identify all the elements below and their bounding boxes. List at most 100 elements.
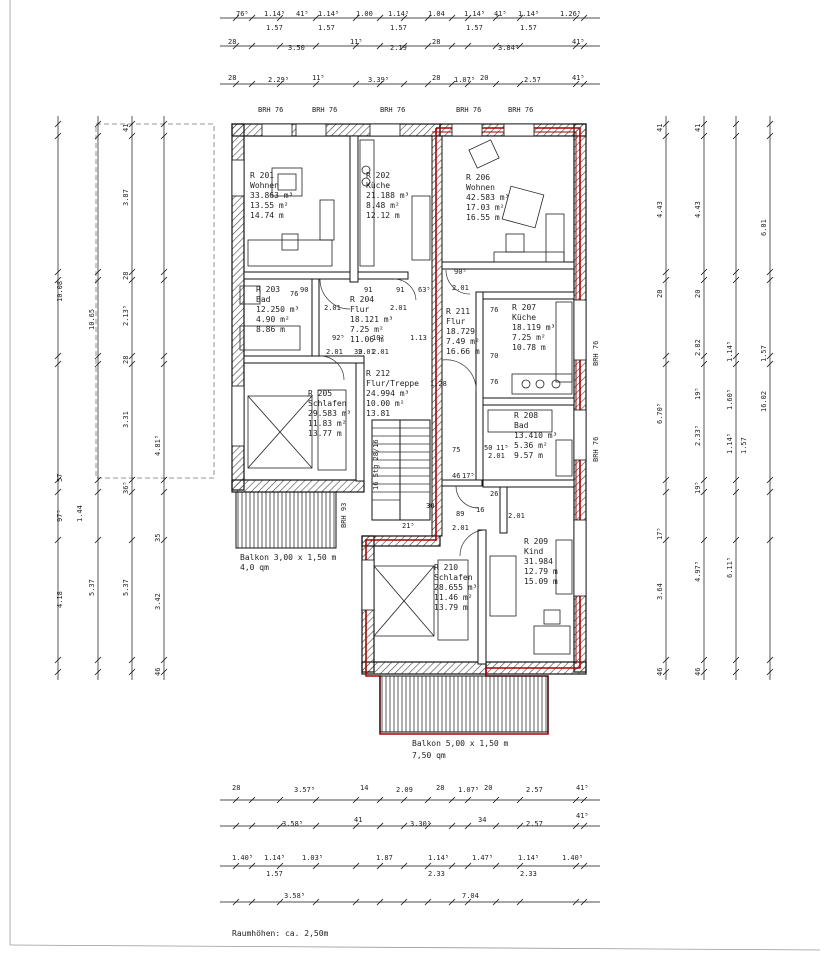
room-id: R 202	[366, 171, 390, 180]
dim-text: 3.31	[122, 411, 130, 428]
dim-tick	[160, 488, 168, 496]
dim-text: 26	[490, 490, 498, 498]
furniture	[239, 139, 573, 655]
dim-text: 1.28	[430, 380, 447, 388]
dim-text: 20	[694, 290, 702, 298]
brh-label: BRH 76	[592, 341, 600, 366]
dim-text: 4.81⁵	[154, 435, 162, 456]
room-vol: 18.119 m³	[512, 323, 555, 332]
dim-tick	[464, 42, 472, 50]
room-perim: 16.66 m	[446, 347, 480, 356]
room-perim: 15.09 m	[524, 577, 558, 586]
dimension-lines	[57, 17, 771, 903]
dim-tick	[128, 360, 136, 368]
dim-tick	[662, 536, 670, 544]
dim-tick	[400, 862, 408, 870]
dim-text: 92⁵	[332, 334, 345, 342]
dim-tick	[376, 796, 384, 804]
dim-text: 30	[426, 502, 434, 510]
dim-text: 5.37	[122, 579, 130, 596]
dim-tick	[312, 822, 320, 830]
dim-tick	[572, 796, 580, 804]
dim-tick	[128, 268, 136, 276]
brh-label: BRH 76	[380, 106, 405, 114]
dim-text: 10⁵	[372, 334, 385, 342]
room-vol: 18.121 m³	[350, 315, 393, 324]
brh-label: BRH 76	[508, 106, 533, 114]
dim-text: 46	[656, 668, 664, 676]
dim-tick	[766, 476, 774, 484]
dim-tick	[424, 14, 432, 22]
dim-text: 1.14⁵	[264, 10, 285, 18]
room-id: R 207	[512, 303, 536, 312]
dim-tick	[732, 268, 740, 276]
dim-tick	[400, 80, 408, 88]
dim-tick	[492, 14, 500, 22]
dim-tick	[276, 80, 284, 88]
dim-text: 20	[656, 290, 664, 298]
dim-text: 2.01	[324, 304, 341, 312]
dim-tick	[572, 898, 580, 906]
dim-tick	[448, 796, 456, 804]
room-id: R 204	[350, 295, 374, 304]
room-perim: 16.55 m	[466, 213, 500, 222]
dim-text: 2.82	[694, 339, 702, 356]
dim-text: 1.04	[428, 10, 445, 18]
dim-text: 1.13	[410, 334, 427, 342]
room-vol: 24.994 m³	[366, 389, 409, 398]
dim-tick	[424, 822, 432, 830]
dim-text: 1.07⁵	[458, 786, 479, 794]
dim-text: 5.37	[88, 579, 96, 596]
dim-text: 41⁵	[576, 812, 589, 820]
dim-tick	[700, 656, 708, 664]
dim-tick	[376, 42, 384, 50]
dim-text: 1.14⁵	[726, 433, 734, 454]
dim-text: 1.14⁵	[464, 10, 485, 18]
room-area: 7.49 m²	[446, 337, 480, 346]
dim-tick	[94, 120, 102, 128]
dim-text: 70	[490, 352, 498, 360]
room-area: 7.25 m²	[350, 325, 384, 334]
room-area: 12.79 m	[524, 567, 558, 576]
dim-text: 1.44	[76, 505, 84, 522]
dim-text: 4.43	[694, 201, 702, 218]
dim-text: 1.14⁵	[518, 854, 539, 862]
dim-text: 46	[154, 668, 162, 676]
dim-text: 1.87	[376, 854, 393, 862]
dim-text: 2.57	[526, 786, 543, 794]
dim-text: 1.14⁵	[388, 10, 409, 18]
dim-tick	[160, 476, 168, 484]
room-name: Bad	[256, 295, 271, 304]
dim-tick	[400, 796, 408, 804]
dim-tick	[352, 822, 360, 830]
dim-tick	[160, 360, 168, 368]
dim-tick	[572, 14, 580, 22]
room-area: 8.48 m²	[366, 201, 400, 210]
dim-tick	[276, 796, 284, 804]
dim-tick	[492, 80, 500, 88]
dim-tick	[424, 862, 432, 870]
dim-tick	[128, 668, 136, 676]
dim-tick	[464, 862, 472, 870]
dim-tick	[276, 14, 284, 22]
dim-text: 2.01	[452, 284, 469, 292]
dim-tick	[766, 360, 774, 368]
dim-text: 14	[360, 784, 368, 792]
dim-text: 3.58⁵	[282, 820, 303, 828]
dim-text: 3.84⁵	[498, 44, 519, 52]
dim-tick	[662, 476, 670, 484]
room-perim: 13.79 m	[434, 603, 468, 612]
dim-tick	[54, 132, 62, 140]
dim-text: 16.02	[760, 391, 768, 412]
dim-tick	[94, 352, 102, 360]
dim-tick	[732, 360, 740, 368]
dim-tick	[312, 14, 320, 22]
dim-text: 2.57	[524, 76, 541, 84]
dim-tick	[766, 536, 774, 544]
dim-tick	[766, 668, 774, 676]
brh-label: BRH 76	[456, 106, 481, 114]
dim-text: 34	[478, 816, 486, 824]
dim-tick	[232, 862, 240, 870]
dim-tick	[516, 822, 524, 830]
dim-text: 76	[290, 290, 298, 298]
